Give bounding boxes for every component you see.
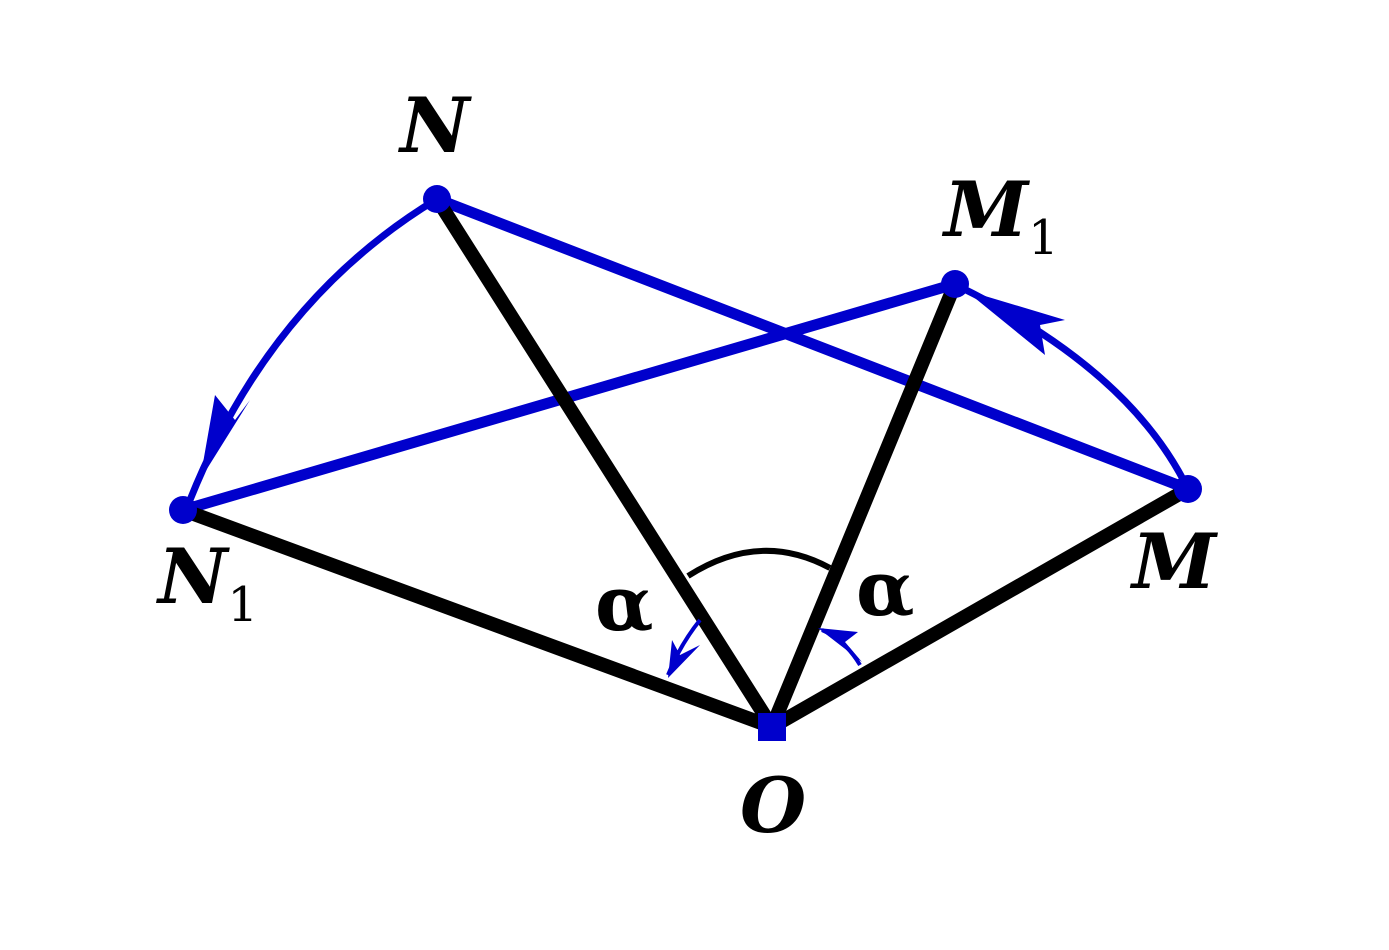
point-N — [423, 185, 451, 213]
label-N1: N1 — [156, 532, 258, 633]
point-N1 — [169, 496, 197, 524]
angle-arrow-left-icon — [668, 640, 700, 678]
angle-arrow-right-icon — [818, 628, 862, 662]
segment-N-M — [431, 193, 1194, 495]
label-alpha-left: α — [595, 559, 653, 648]
arrowhead-N1-icon — [200, 395, 250, 480]
segment-O-N1 — [176, 503, 779, 734]
label-N: N — [398, 81, 472, 170]
arc-N-to-N1 — [186, 196, 439, 502]
point-O — [758, 713, 786, 741]
label-N1-sub: 1 — [227, 577, 258, 633]
label-M1-sub: 1 — [1028, 210, 1059, 266]
label-alpha-right: α — [856, 544, 914, 633]
arc-M-to-M1 — [956, 282, 1192, 491]
point-M1 — [941, 270, 969, 298]
label-N1-main: N — [156, 532, 230, 621]
label-M: M — [1129, 517, 1218, 606]
angle-arc-NOM1 — [686, 547, 832, 579]
arrowhead-M1-icon — [965, 290, 1065, 355]
segment-O-M1 — [765, 277, 962, 734]
label-O: O — [740, 761, 806, 850]
segment-O-N — [430, 192, 779, 734]
point-M — [1174, 475, 1202, 503]
label-M1: M1 — [941, 165, 1059, 266]
label-M1-main: M — [941, 165, 1030, 254]
segment-O-M — [765, 482, 1195, 734]
